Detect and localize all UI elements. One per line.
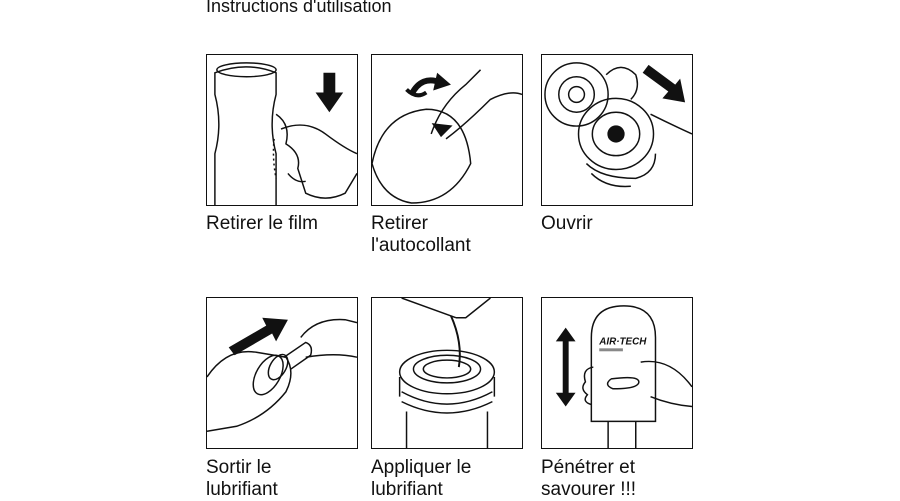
- step-2-label: Retirer l'autocollant: [371, 213, 541, 257]
- product-logo: AIR·TECH: [598, 336, 647, 347]
- step-5-label-line-2: lubrifiant: [371, 479, 443, 500]
- step-5-label: Appliquer le lubrifiant: [371, 457, 541, 501]
- step-1-label: Retirer le film: [206, 213, 376, 235]
- step-4-label-line-2: lubrifiant: [206, 479, 278, 500]
- step-6-label-line-1: Pénétrer et: [541, 457, 635, 478]
- step-1-label-line-1: Retirer le film: [206, 213, 318, 234]
- step-4-label: Sortir le lubrifiant: [206, 457, 376, 501]
- step-2-illustration: [371, 54, 523, 206]
- step-1-illustration: [206, 54, 358, 206]
- step-4-illustration: [206, 297, 358, 449]
- up-down-arrow-icon: [555, 327, 576, 407]
- page-title: Instructions d'utilisation: [206, 0, 392, 16]
- step-3-label: Ouvrir: [541, 213, 711, 235]
- step-2-label-line-2: l'autocollant: [371, 235, 471, 256]
- step-5-label-line-1: Appliquer le: [371, 457, 472, 478]
- step-3-label-line-1: Ouvrir: [541, 213, 593, 234]
- arrow-up-right-icon: [228, 317, 288, 356]
- step-5-illustration: [371, 297, 523, 449]
- step-6-label: Pénétrer et savourer !!!: [541, 457, 711, 501]
- step-4-label-line-1: Sortir le: [206, 457, 272, 478]
- step-6-label-line-2: savourer !!!: [541, 479, 637, 500]
- step-6-illustration: AIR·TECH: [541, 297, 693, 449]
- arrow-down-icon: [315, 72, 344, 113]
- step-2-label-line-1: Retirer: [371, 213, 429, 234]
- arrow-up-left-icon: [642, 64, 686, 103]
- step-3-illustration: [541, 54, 693, 206]
